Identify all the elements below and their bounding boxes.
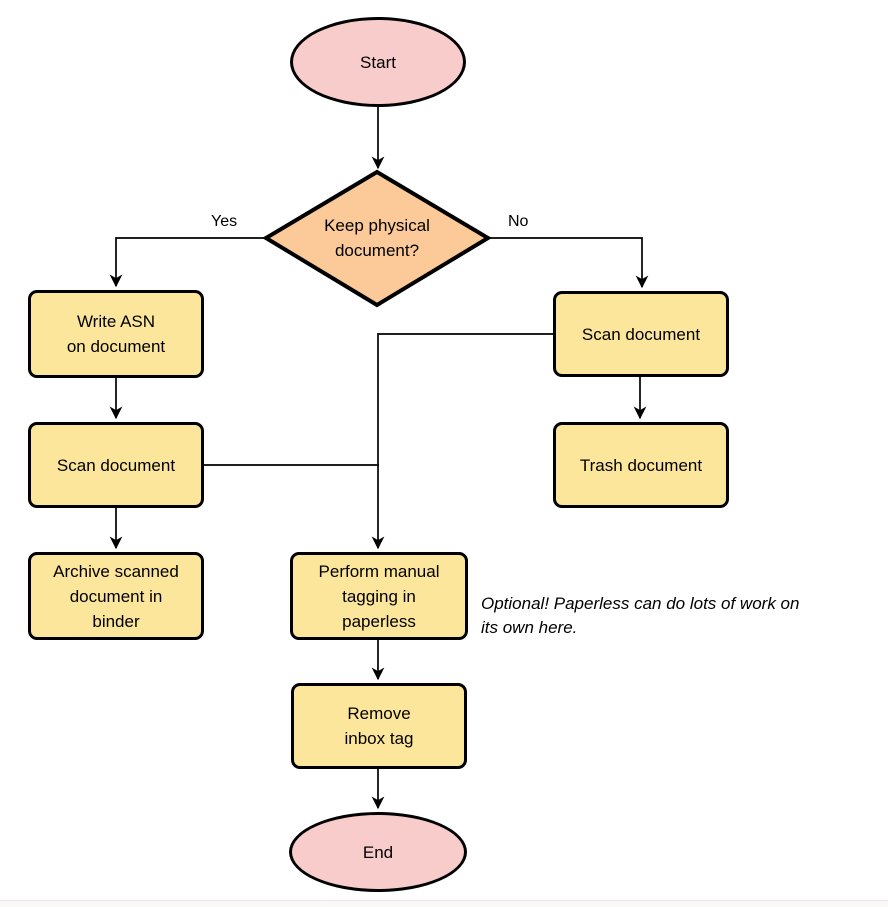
node-decision-keep-physical-label: Keep physical document? xyxy=(324,216,430,260)
edge-decision-yes xyxy=(109,237,266,288)
node-scan-document-left: Scan document xyxy=(28,422,204,508)
edge-scan-right-to-tagging xyxy=(371,333,553,550)
node-remove-inbox-tag: Remove inbox tag xyxy=(291,683,467,769)
node-end: End xyxy=(289,812,467,892)
node-perform-manual-tagging: Perform manual tagging in paperless xyxy=(290,552,468,640)
decision-diamond-shape xyxy=(262,169,492,308)
edge-label-yes: Yes xyxy=(211,213,238,230)
window-bottom-edge xyxy=(0,900,888,907)
node-scan-document-right: Scan document xyxy=(553,291,729,377)
node-archive-scanned-document: Archive scanned document in binder xyxy=(28,552,204,640)
annotation-optional-note: Optional! Paperless can do lots of work … xyxy=(481,594,800,637)
node-trash-document: Trash document xyxy=(553,422,729,508)
node-write-asn-on-document: Write ASN on document xyxy=(28,290,204,378)
node-start: Start xyxy=(290,17,466,107)
edge-decision-no xyxy=(488,237,649,289)
edge-label-no: No xyxy=(508,213,529,230)
